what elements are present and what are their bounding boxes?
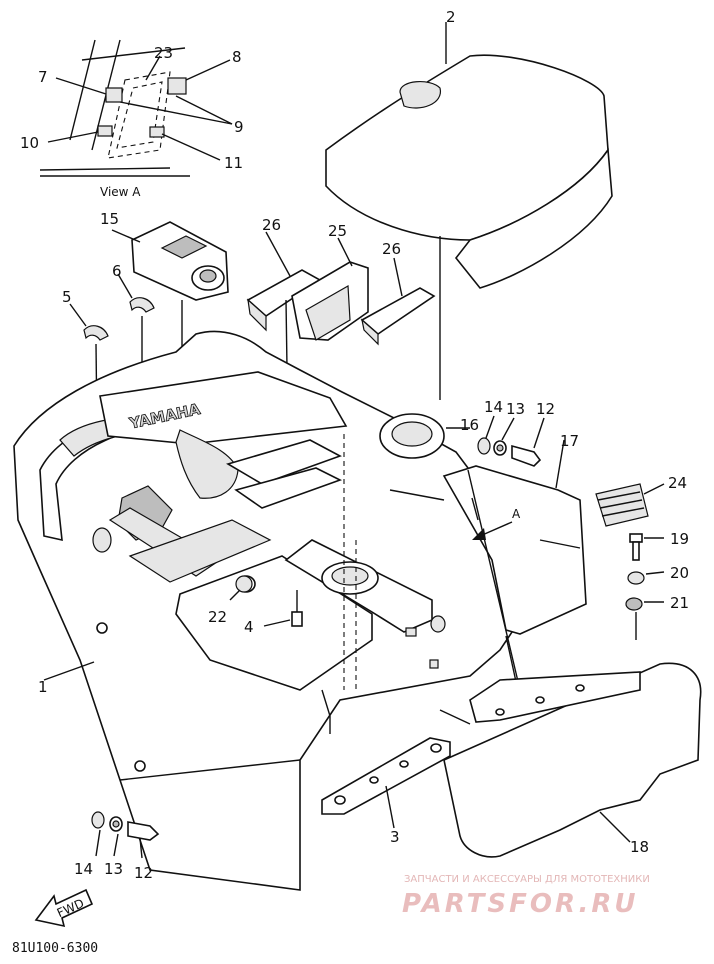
callout-26-left: 26 (262, 216, 281, 234)
callout-19: 19 (670, 530, 689, 548)
part-24-label (595, 483, 665, 527)
view-a-arrow: A (472, 507, 521, 540)
callout-23: 23 (154, 44, 173, 62)
forward-arrow: FWD (34, 888, 94, 928)
part-22-plug (229, 575, 253, 601)
bolt-12-upper (511, 444, 542, 467)
clip-7 (105, 87, 123, 103)
part-18-cover (439, 662, 702, 858)
clip-10 (97, 125, 113, 137)
bolt-12-lower (127, 821, 160, 841)
callout-6: 6 (112, 262, 122, 280)
callout-1: 1 (38, 678, 48, 696)
callout-8: 8 (232, 48, 242, 66)
callout-7: 7 (38, 68, 48, 86)
view-a-label: View A (100, 185, 141, 199)
part-25-bracket (291, 237, 369, 341)
part-2-cover (325, 22, 613, 400)
callout-10: 10 (20, 134, 39, 152)
lower-fastener-set (91, 811, 160, 859)
callout-21: 21 (670, 594, 689, 612)
part-16-grommet (379, 413, 470, 459)
callout-labels: 1 2 3 4 5 6 7 8 9 10 11 12 12 13 13 14 1… (20, 8, 689, 882)
upper-fastener-set (477, 415, 545, 467)
part-19-bolt (629, 533, 664, 561)
watermark-brand: PARTSFOR.RU (402, 889, 638, 919)
watermark: ЗАПЧАСТИ И АКСЕССУАРЫ ДЛЯ МОТОТЕХНИКИ PA… (402, 874, 650, 919)
callout-18: 18 (630, 838, 649, 856)
callout-25: 25 (328, 222, 347, 240)
callout-3: 3 (390, 828, 400, 846)
view-a-arrow-label: A (512, 507, 521, 521)
view-a-inset: View A (39, 39, 233, 199)
part-21-grommet (625, 597, 664, 640)
callout-4: 4 (244, 618, 254, 636)
washer-14-upper (477, 437, 491, 455)
callout-9: 9 (234, 118, 244, 136)
part-1-body: YAMAHA (13, 330, 523, 891)
callout-20: 20 (670, 564, 689, 582)
clip-8 (167, 77, 187, 95)
part-20-nut (627, 571, 665, 585)
callout-22: 22 (208, 608, 227, 626)
callout-24: 24 (668, 474, 687, 492)
part-4-screw (263, 590, 303, 627)
forward-arrow-label: FWD (55, 896, 86, 920)
part-3-stay (321, 737, 451, 829)
callout-13-upper: 13 (506, 400, 525, 418)
watermark-caption: ЗАПЧАСТИ И АКСЕССУАРЫ ДЛЯ МОТОТЕХНИКИ (404, 874, 650, 885)
callout-2: 2 (446, 8, 456, 26)
callout-13-lower: 13 (104, 860, 123, 878)
part-26-bracket-right (360, 257, 436, 346)
part-15-cap (111, 221, 229, 450)
callout-16: 16 (460, 416, 479, 434)
callout-12-lower: 12 (134, 864, 153, 882)
part-17-panel (389, 439, 587, 701)
callout-14-upper: 14 (484, 398, 503, 416)
callout-12-upper: 12 (536, 400, 555, 418)
callout-5: 5 (62, 288, 72, 306)
clip-11 (149, 126, 165, 138)
callout-11: 11 (224, 154, 243, 172)
callout-17: 17 (560, 432, 579, 450)
callout-26-right: 26 (382, 240, 401, 258)
callout-14-lower: 14 (74, 860, 93, 878)
part-code: 81U100-6300 (12, 941, 98, 956)
callout-15: 15 (100, 210, 119, 228)
washer-14-lower (91, 811, 105, 829)
